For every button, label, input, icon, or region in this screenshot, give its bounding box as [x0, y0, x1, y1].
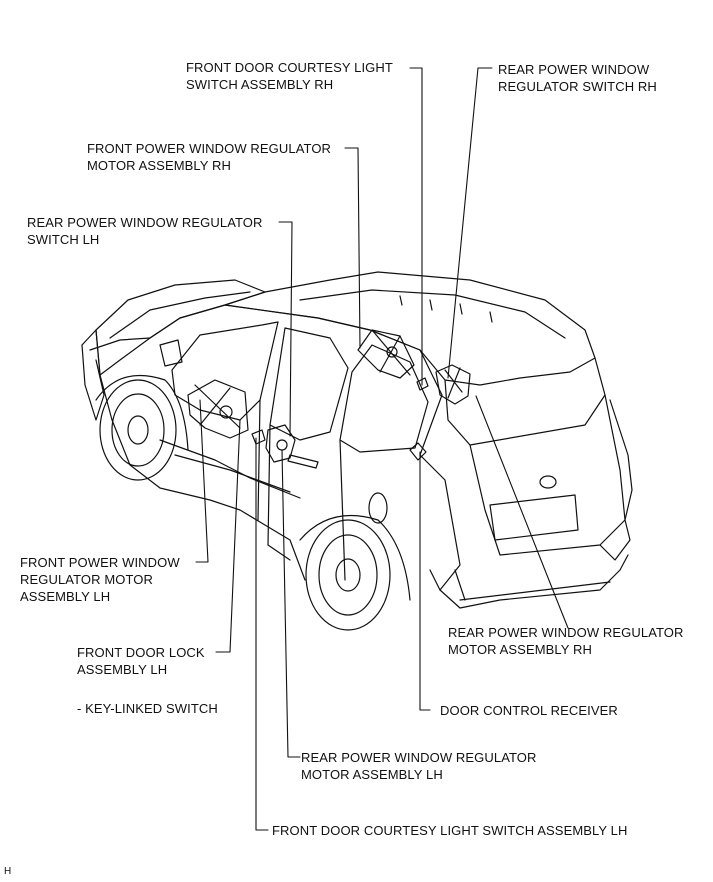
label-line: REGULATOR SWITCH RH: [498, 79, 657, 94]
label-line: SWITCH ASSEMBLY RH: [186, 77, 334, 92]
label-front-power-window-regulator-motor-rh: FRONT POWER WINDOW REGULATOR MOTOR ASSEM…: [87, 140, 331, 174]
label-line: REAR POWER WINDOW: [498, 62, 650, 77]
label-line: MOTOR ASSEMBLY LH: [301, 767, 443, 782]
label-front-door-courtesy-light-switch-lh: FRONT DOOR COURTESY LIGHT SWITCH ASSEMBL…: [272, 822, 627, 839]
label-line: REGULATOR MOTOR: [20, 572, 153, 587]
leader-lines: [195, 67, 569, 831]
label-line: FRONT DOOR COURTESY LIGHT: [186, 60, 393, 75]
component-front-pw-motor-rh: [357, 329, 415, 379]
label-rear-power-window-regulator-motor-lh: REAR POWER WINDOW REGULATOR MOTOR ASSEMB…: [301, 749, 537, 783]
label-line: FRONT POWER WINDOW REGULATOR: [87, 141, 332, 156]
component-front-door-courtesy-lh: [251, 429, 266, 445]
label-line: ASSEMBLY LH: [77, 662, 168, 677]
label-line: MOTOR ASSEMBLY RH: [87, 158, 232, 173]
label-line: - KEY-LINKED SWITCH: [77, 701, 218, 716]
label-line: MOTOR ASSEMBLY RH: [448, 642, 593, 657]
label-rear-power-window-regulator-switch-rh: REAR POWER WINDOW REGULATOR SWITCH RH: [498, 61, 657, 95]
label-line: FRONT POWER WINDOW: [20, 555, 180, 570]
label-key-linked-switch: - KEY-LINKED SWITCH: [77, 700, 218, 717]
label-door-control-receiver: DOOR CONTROL RECEIVER: [440, 702, 618, 719]
label-line: FRONT DOOR LOCK: [77, 645, 205, 660]
vehicle-body: [81, 271, 633, 631]
label-line: REAR POWER WINDOW REGULATOR: [27, 215, 263, 230]
component-rear-pw-motor-rh: [435, 364, 471, 405]
label-rear-power-window-regulator-switch-lh: REAR POWER WINDOW REGULATOR SWITCH LH: [27, 214, 263, 248]
label-line: REAR POWER WINDOW REGULATOR: [448, 625, 684, 640]
label-line: FRONT DOOR COURTESY LIGHT SWITCH ASSEMBL…: [272, 823, 628, 838]
label-line: ASSEMBLY LH: [20, 589, 111, 604]
label-line: SWITCH LH: [27, 232, 100, 247]
component-door-control-receiver: [409, 442, 427, 461]
label-front-door-lock-assembly-lh: FRONT DOOR LOCK ASSEMBLY LH: [77, 644, 205, 678]
label-rear-power-window-regulator-motor-rh: REAR POWER WINDOW REGULATOR MOTOR ASSEMB…: [448, 624, 684, 658]
component-front-pw-motor-lh: [187, 379, 249, 439]
corner-code: H: [4, 866, 12, 877]
label-front-power-window-regulator-motor-lh: FRONT POWER WINDOW REGULATOR MOTOR ASSEM…: [20, 554, 180, 605]
label-line: REAR POWER WINDOW REGULATOR: [301, 750, 537, 765]
label-line: DOOR CONTROL RECEIVER: [440, 703, 618, 718]
label-front-door-courtesy-light-switch-rh: FRONT DOOR COURTESY LIGHT SWITCH ASSEMBL…: [186, 59, 393, 93]
